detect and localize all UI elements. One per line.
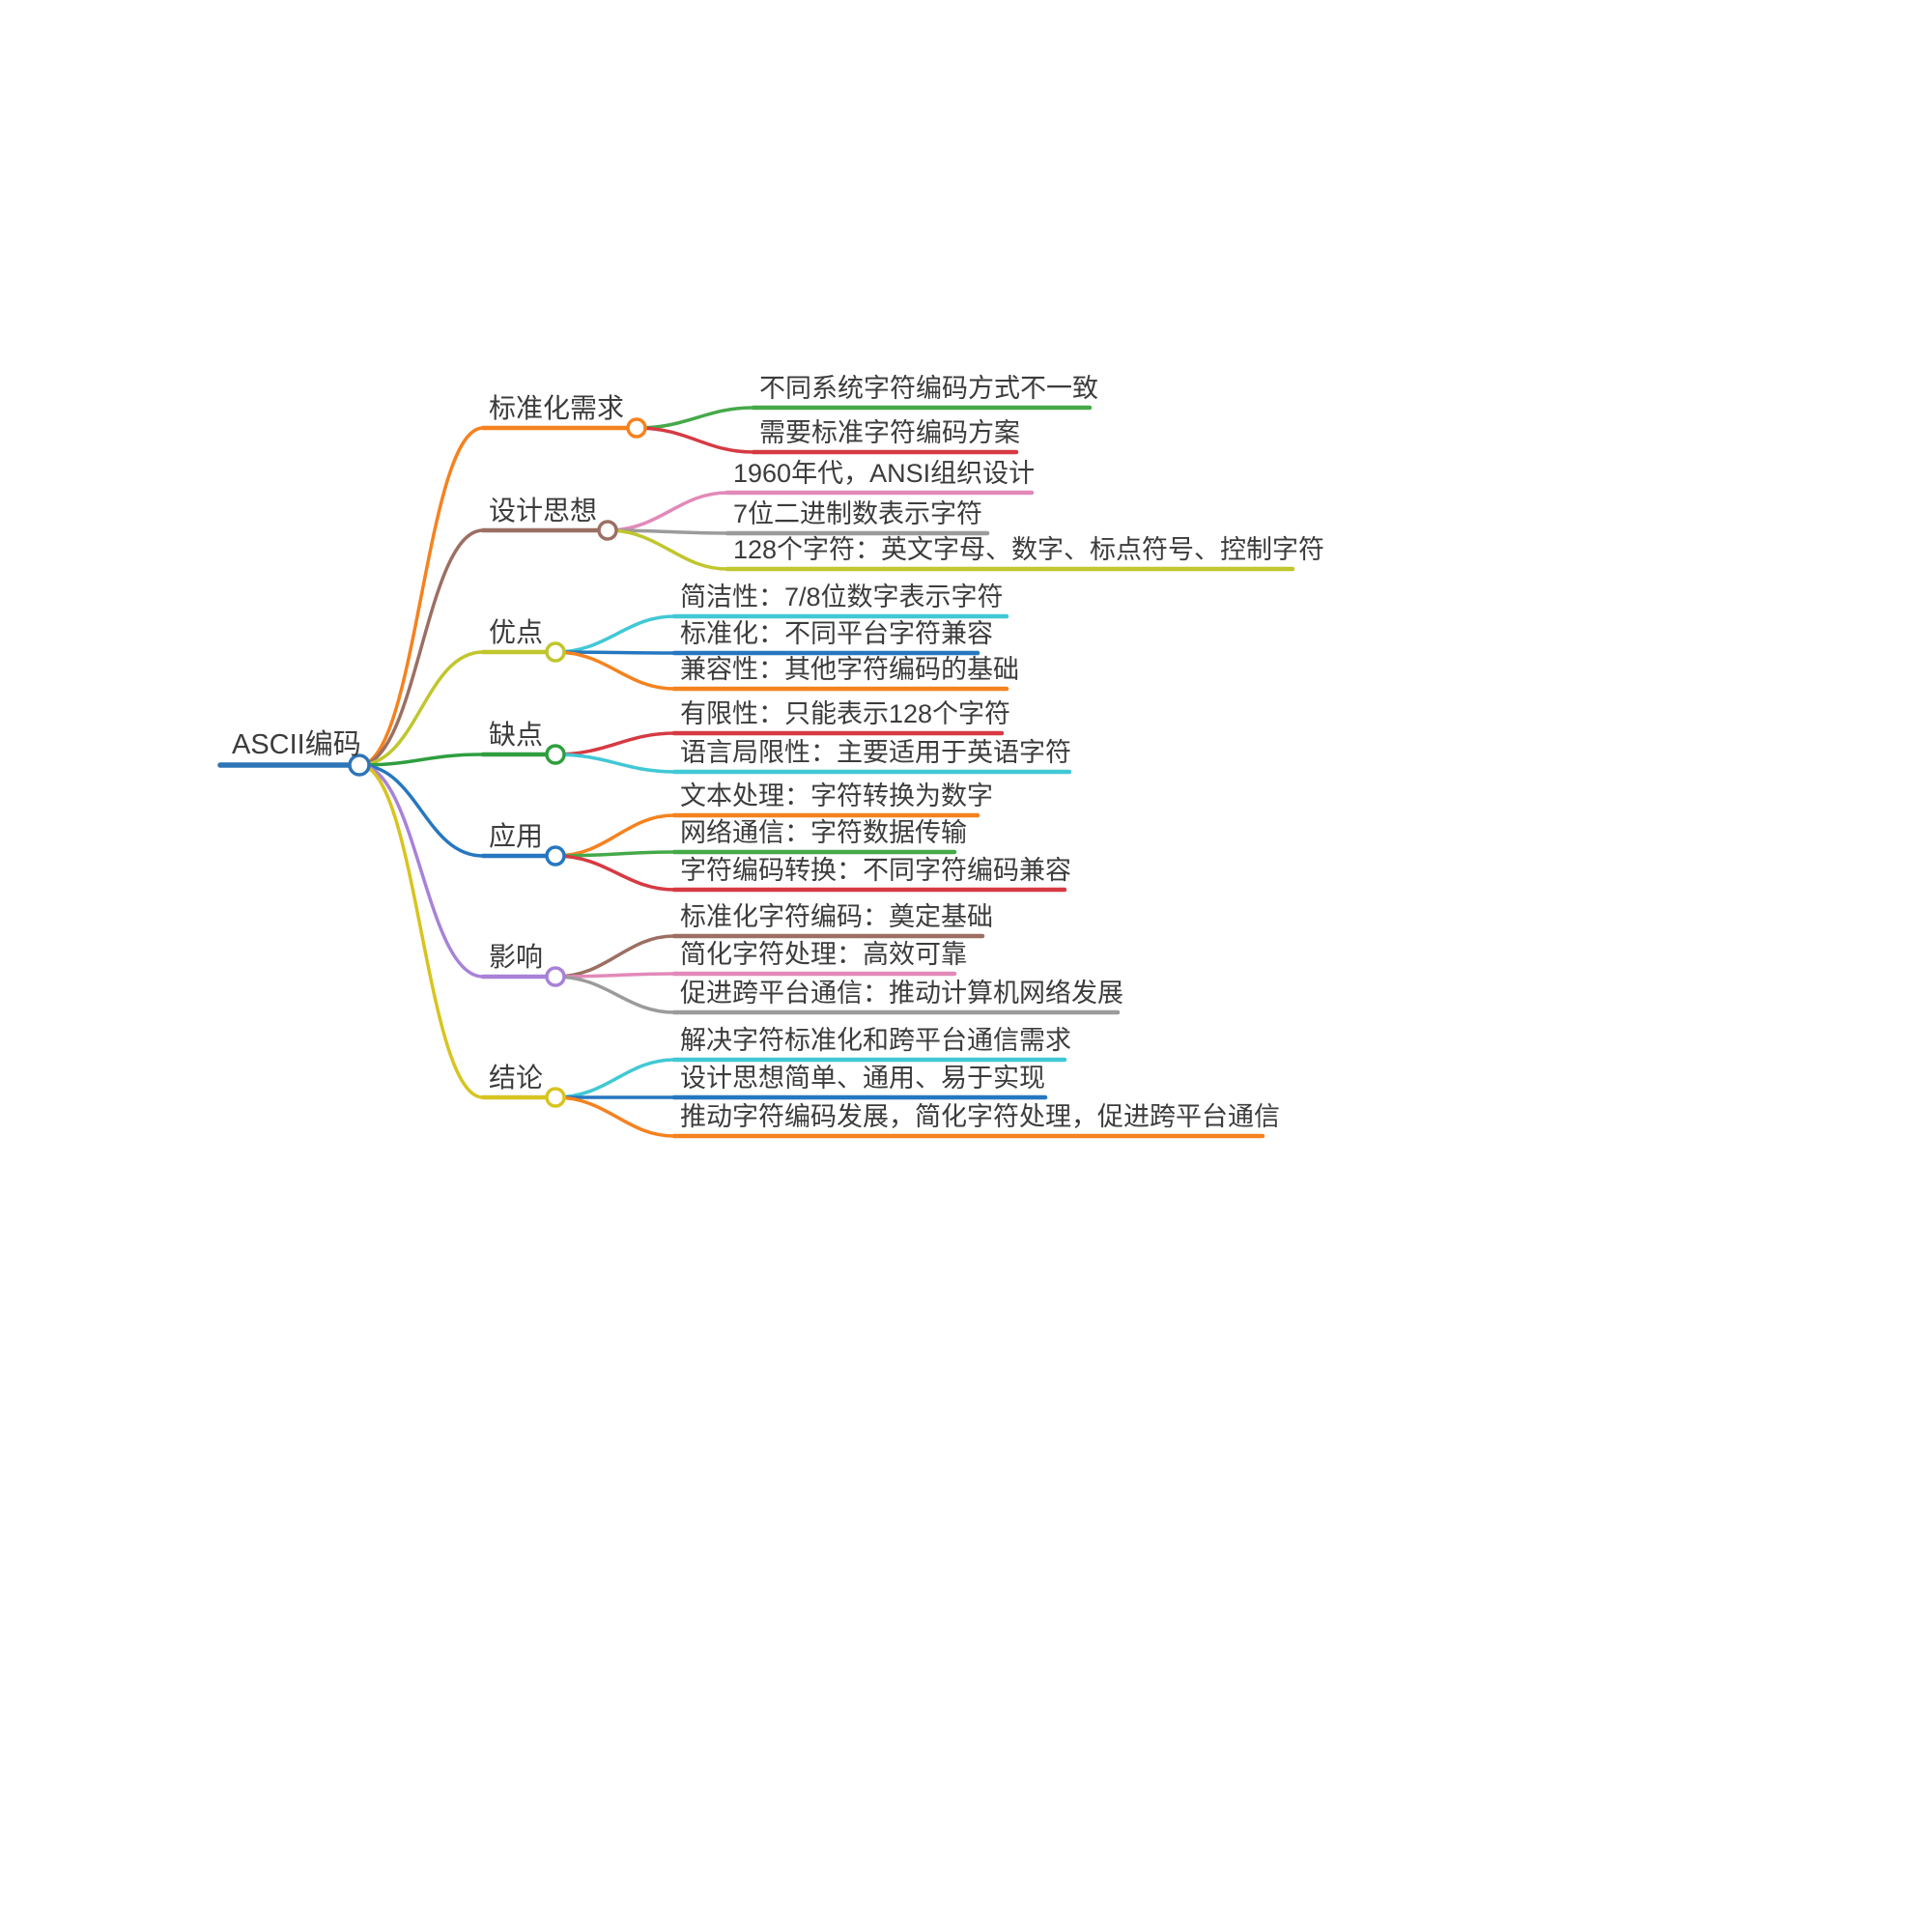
leaf-connector	[554, 614, 676, 654]
leaf-connector	[554, 1058, 676, 1099]
leaf-connector	[635, 406, 755, 430]
branch-label-advantages[interactable]: 优点	[489, 616, 544, 647]
leaf-label[interactable]: 文本处理：字符转换为数字	[680, 781, 993, 810]
leaf-connector	[554, 975, 676, 1014]
leaf-label[interactable]: 不同系统字符编码方式不一致	[759, 373, 1098, 403]
leaf-label[interactable]: 7位二进制数表示字符	[733, 498, 983, 528]
leaf-connector	[606, 528, 729, 571]
connector-root-to-advantages	[357, 650, 485, 767]
branch-node-handle[interactable]	[626, 417, 647, 439]
branch-label-standardization-need[interactable]: 标准化需求	[489, 392, 625, 423]
leaf-connector	[554, 753, 676, 774]
connector-root-to-design-philosophy	[357, 528, 485, 767]
leaf-label[interactable]: 需要标准字符编码方案	[759, 417, 1020, 447]
branch-node-handle[interactable]	[545, 744, 566, 765]
root-node-label[interactable]: ASCII编码	[232, 728, 361, 760]
leaf-label[interactable]: 设计思想简单、通用、易于实现	[680, 1063, 1045, 1093]
leaf-label[interactable]: 1960年代，ANSI组织设计	[733, 458, 1036, 488]
leaf-label[interactable]: 128个字符：英文字母、数字、标点符号、控制字符	[733, 534, 1325, 564]
leaf-label[interactable]: 解决字符标准化和跨平台通信需求	[680, 1025, 1071, 1055]
leaf-connector	[554, 813, 676, 858]
leaf-label[interactable]: 兼容性：其他字符编码的基础	[680, 654, 1019, 684]
leaf-connector	[554, 854, 676, 892]
leaf-label[interactable]: 推动字符编码发展，简化字符处理，促进跨平台通信	[680, 1101, 1280, 1131]
leaf-label[interactable]: 字符编码转换：不同字符编码兼容	[680, 855, 1071, 885]
connector-root-to-impact	[357, 763, 485, 979]
connector-root-to-applications	[357, 763, 485, 858]
leaf-label[interactable]: 语言局限性：主要适用于英语字符	[680, 737, 1071, 767]
leaf-label[interactable]: 促进跨平台通信：推动计算机网络发展	[680, 978, 1123, 1008]
branch-label-conclusion[interactable]: 结论	[489, 1062, 544, 1093]
branch-node-handle[interactable]	[545, 1087, 566, 1108]
leaf-connector	[554, 650, 676, 691]
leaf-connector	[554, 731, 676, 756]
leaf-label[interactable]: 标准化：不同平台字符兼容	[680, 618, 993, 648]
leaf-connector	[554, 934, 676, 979]
branch-label-impact[interactable]: 影响	[489, 941, 544, 972]
branch-node-handle[interactable]	[545, 966, 566, 987]
leaf-connector	[606, 491, 729, 532]
branch-label-applications[interactable]: 应用	[489, 820, 544, 851]
branch-label-disadvantages[interactable]: 缺点	[489, 719, 544, 750]
branch-label-design-philosophy[interactable]: 设计思想	[489, 495, 598, 526]
connector-root-to-conclusion	[357, 763, 485, 1099]
branch-node-handle[interactable]	[597, 520, 618, 541]
leaf-label[interactable]: 有限性：只能表示128个字符	[680, 698, 1011, 728]
leaf-connector	[635, 426, 755, 454]
connector-root-to-standardization-need	[357, 426, 485, 767]
leaf-label[interactable]: 简化字符处理：高效可靠	[680, 939, 967, 969]
branch-node-handle[interactable]	[545, 641, 566, 663]
root-node-handle[interactable]	[348, 753, 371, 777]
connector-root-to-disadvantages	[357, 753, 485, 767]
leaf-label[interactable]: 标准化字符编码：奠定基础	[680, 901, 993, 931]
leaf-label[interactable]: 网络通信：字符数据传输	[680, 817, 967, 847]
leaf-connector	[554, 1095, 676, 1138]
branch-node-handle[interactable]	[545, 845, 566, 867]
leaf-label[interactable]: 简洁性：7/8位数字表示字符	[680, 582, 1004, 611]
